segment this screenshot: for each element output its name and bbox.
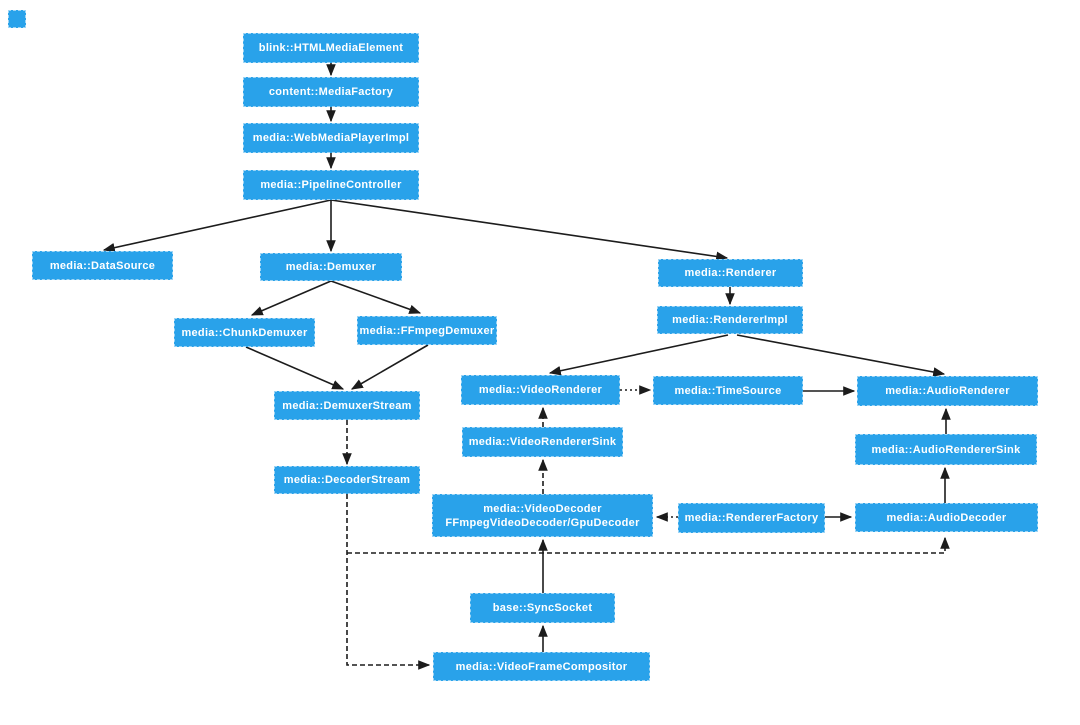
- node-label: media::ChunkDemuxer: [181, 326, 308, 339]
- node-video-renderer-sink: media::VideoRendererSink: [462, 427, 623, 457]
- node-label: media::AudioDecoder: [886, 511, 1007, 524]
- node-pipeline-controller: media::PipelineController: [243, 170, 419, 200]
- node-video-frame-compositor: media::VideoFrameCompositor: [433, 652, 650, 681]
- node-data-source: media::DataSource: [32, 251, 173, 280]
- node-label: media::AudioRendererSink: [871, 443, 1021, 456]
- node-label: content::MediaFactory: [268, 86, 394, 98]
- node-label: media::RendererImpl: [672, 314, 788, 326]
- node-label: media::DemuxerStream: [282, 399, 412, 412]
- node-html-media-element: blink::HTMLMediaElement: [243, 33, 419, 63]
- node-web-media-player-impl: media::WebMediaPlayerImpl: [243, 123, 419, 153]
- node-media-factory: content::MediaFactory: [243, 77, 419, 107]
- node-chunk-demuxer: media::ChunkDemuxer: [174, 318, 315, 347]
- node-label: media::AudioRenderer: [885, 385, 1010, 397]
- node-label: media::VideoRenderer: [478, 384, 603, 396]
- node-decoder-stream: media::DecoderStream: [274, 466, 420, 494]
- node-label: media::VideoRendererSink: [468, 436, 617, 448]
- node-audio-decoder: media::AudioDecoder: [855, 503, 1038, 532]
- node-video-renderer: media::VideoRenderer: [461, 375, 620, 405]
- node-renderer-impl: media::RendererImpl: [657, 306, 803, 334]
- node-demuxer: media::Demuxer: [260, 253, 402, 281]
- node-renderer: media::Renderer: [658, 259, 803, 287]
- node-label: media::DecoderStream: [283, 474, 411, 486]
- node-renderer-factory: media::RendererFactory: [678, 503, 825, 533]
- node-label: base::SyncSocket: [492, 602, 593, 614]
- node-audio-renderer: media::AudioRenderer: [857, 376, 1038, 406]
- node-label: blink::HTMLMediaElement: [258, 42, 404, 54]
- node-label: media::FFmpegDemuxer: [359, 324, 495, 337]
- node-label: media::VideoDecoder: [483, 502, 602, 515]
- node-label: FFmpegVideoDecoder/GpuDecoder: [445, 516, 640, 529]
- node-label: media::RendererFactory: [684, 512, 819, 524]
- node-demuxer-stream: media::DemuxerStream: [274, 391, 420, 420]
- node-label: media::Renderer: [684, 267, 777, 279]
- node-label: media::Demuxer: [285, 261, 377, 273]
- node-label: media::DataSource: [49, 259, 156, 272]
- node-corner-marker: [8, 10, 26, 28]
- node-label: media::PipelineController: [260, 179, 402, 191]
- node-sync-socket: base::SyncSocket: [470, 593, 615, 623]
- node-label: media::TimeSource: [674, 384, 782, 397]
- node-audio-renderer-sink: media::AudioRendererSink: [855, 434, 1037, 465]
- node-label: media::VideoFrameCompositor: [455, 660, 628, 673]
- node-time-source: media::TimeSource: [653, 376, 803, 405]
- node-ffmpeg-demuxer: media::FFmpegDemuxer: [357, 316, 497, 345]
- node-label: media::WebMediaPlayerImpl: [252, 132, 410, 144]
